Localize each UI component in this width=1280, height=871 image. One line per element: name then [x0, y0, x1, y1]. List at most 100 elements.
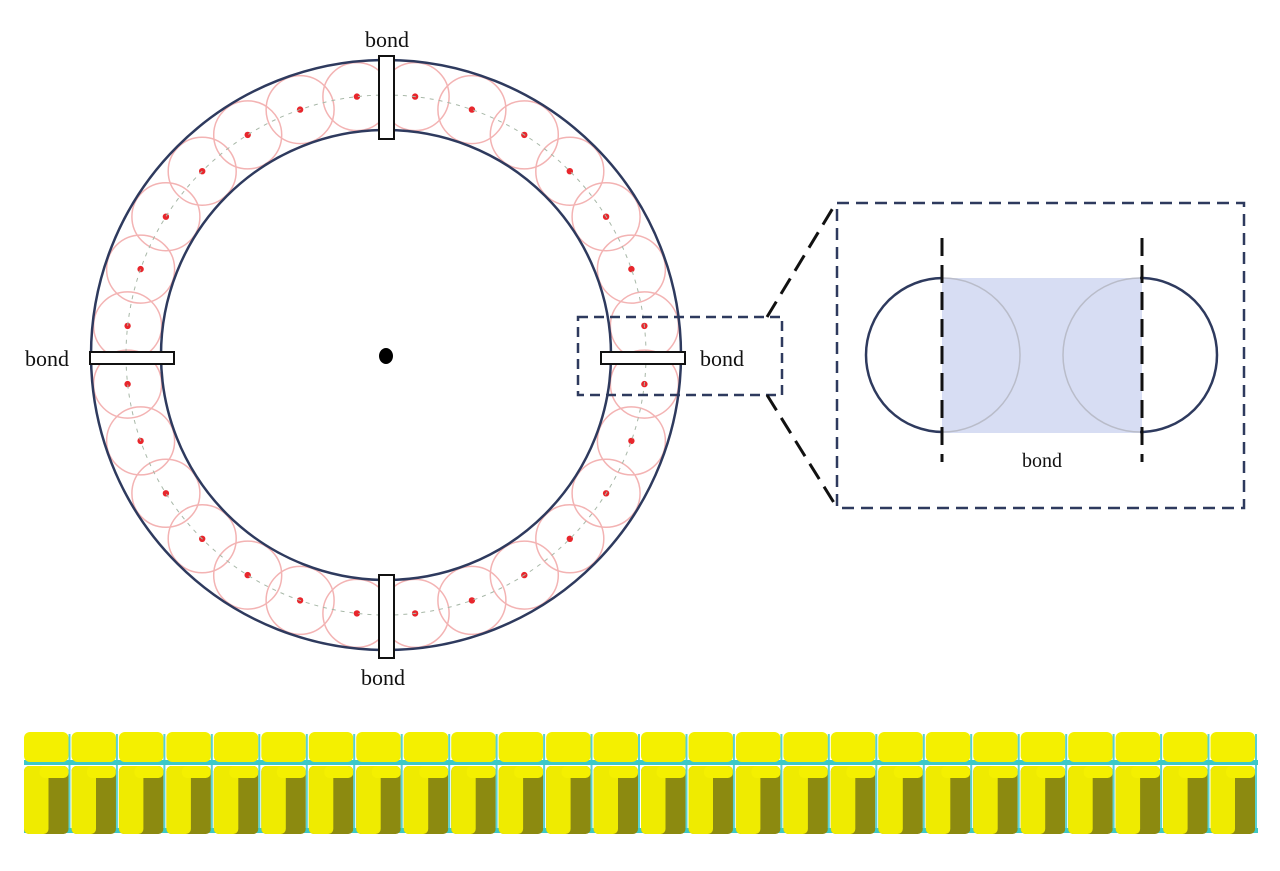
strip-block-highlight: [498, 766, 524, 834]
strip-block-top: [71, 732, 116, 762]
strip-block-top: [451, 732, 496, 762]
strip-block-highlight: [783, 766, 808, 834]
ring-particle: [167, 504, 237, 574]
strip-block-highlight: [641, 766, 666, 834]
strip-block-separator: [875, 734, 878, 832]
strip-block-separator: [115, 734, 118, 832]
strip-block-top: [641, 732, 686, 762]
strip-block-separator: [827, 734, 830, 832]
strip-block-top: [925, 732, 971, 762]
strip-block-cap: [134, 766, 164, 778]
bond-detail-label: bond: [1022, 450, 1062, 472]
bond-marker-right: [600, 351, 686, 365]
strip-block-separator: [732, 734, 735, 832]
strip-block-cap: [988, 766, 1018, 778]
strip-block-separator: [1065, 734, 1068, 832]
ring-particle: [571, 458, 641, 529]
strip-block-highlight: [1068, 766, 1093, 834]
strip-block-highlight: [1115, 766, 1141, 834]
strip-block-top: [166, 732, 211, 762]
strip-block-highlight: [356, 766, 381, 834]
ring-particle: [167, 136, 237, 206]
strip-block-separator: [448, 734, 451, 832]
strip-block-highlight: [451, 766, 476, 834]
strip-block-highlight: [308, 766, 334, 834]
strip-block-separator: [1017, 734, 1020, 832]
strip-block-cap: [419, 766, 449, 778]
strip-block-cap: [1226, 766, 1255, 778]
strip-block-cap: [466, 766, 496, 778]
bond-marker-top: [378, 55, 395, 140]
strip-block-separator: [68, 734, 71, 832]
ring-particle: [265, 74, 335, 145]
ring-particle-center: [244, 571, 251, 579]
ring-particle: [571, 181, 641, 252]
strip-block-top: [308, 732, 354, 762]
strip-block-cap: [893, 766, 923, 778]
zoom-connector-top: [765, 202, 838, 318]
strip-block-highlight: [830, 766, 856, 834]
strip-block-highlight: [403, 766, 429, 834]
strip-block-cap: [39, 766, 69, 778]
strip-block-highlight: [213, 766, 239, 834]
strip-block-separator: [685, 734, 688, 832]
strip-block-separator: [210, 734, 213, 832]
bond-shaded-region: [942, 278, 1142, 433]
bond-label-bottom: bond: [361, 665, 405, 690]
strip-block-top: [878, 732, 923, 762]
strip-block-top: [403, 732, 449, 762]
strip-block-top: [261, 732, 306, 762]
strip-block-top: [830, 732, 876, 762]
ring-particle-center: [353, 93, 361, 100]
strip-block-top: [213, 732, 259, 762]
strip-block-top: [1163, 732, 1208, 762]
strip-block-highlight: [735, 766, 761, 834]
ring-particle-center: [124, 322, 131, 330]
strip-block-separator: [258, 734, 261, 832]
strip-block-separator: [305, 734, 308, 832]
strip-block-cap: [1178, 766, 1208, 778]
strip-block-top: [1210, 732, 1255, 762]
strip-accent-lower: [24, 828, 1258, 833]
strip-block-cap: [87, 766, 116, 778]
strip-block-separator: [400, 734, 403, 832]
strip-block-cap: [1083, 766, 1113, 778]
strip-block-highlight: [1210, 766, 1235, 834]
strip-block-cap: [609, 766, 638, 778]
ring-particle: [596, 406, 667, 476]
ring-particle: [131, 458, 201, 529]
strip-block-top: [356, 732, 401, 762]
strip-block-top: [498, 732, 544, 762]
strip-block-top: [593, 732, 638, 762]
strip-block-highlight: [878, 766, 903, 834]
zoom-connector-bottom: [765, 394, 838, 507]
ring-particle: [535, 136, 605, 206]
strip-block-separator: [590, 734, 593, 832]
ring-particle: [437, 74, 507, 145]
strip-block-top: [118, 732, 164, 762]
strip-block-top: [24, 732, 69, 762]
strip-block-cap: [1131, 766, 1161, 778]
ring-particle-center: [628, 437, 635, 445]
strip-block-separator: [495, 734, 498, 832]
ring-particle-center: [244, 131, 251, 139]
strip-block-highlight: [1020, 766, 1046, 834]
ring-particle: [212, 100, 283, 170]
strip-block-cap: [276, 766, 306, 778]
ring-particle-center: [162, 490, 170, 497]
bond-array-strip: [24, 732, 1258, 834]
strip-block-cap: [561, 766, 591, 778]
strip-accent-upper: [24, 760, 1258, 765]
strip-block-separator: [353, 734, 356, 832]
strip-block-highlight: [166, 766, 191, 834]
strip-block-cap: [751, 766, 781, 778]
zoom-source-box: [576, 315, 784, 397]
ring-particle: [489, 540, 560, 610]
strip-block-highlight: [24, 766, 49, 834]
strip-block-highlight: [546, 766, 571, 834]
strip-block-cap: [371, 766, 401, 778]
strip-block-highlight: [71, 766, 96, 834]
strip-block-top: [973, 732, 1018, 762]
ring-particle: [105, 406, 176, 476]
